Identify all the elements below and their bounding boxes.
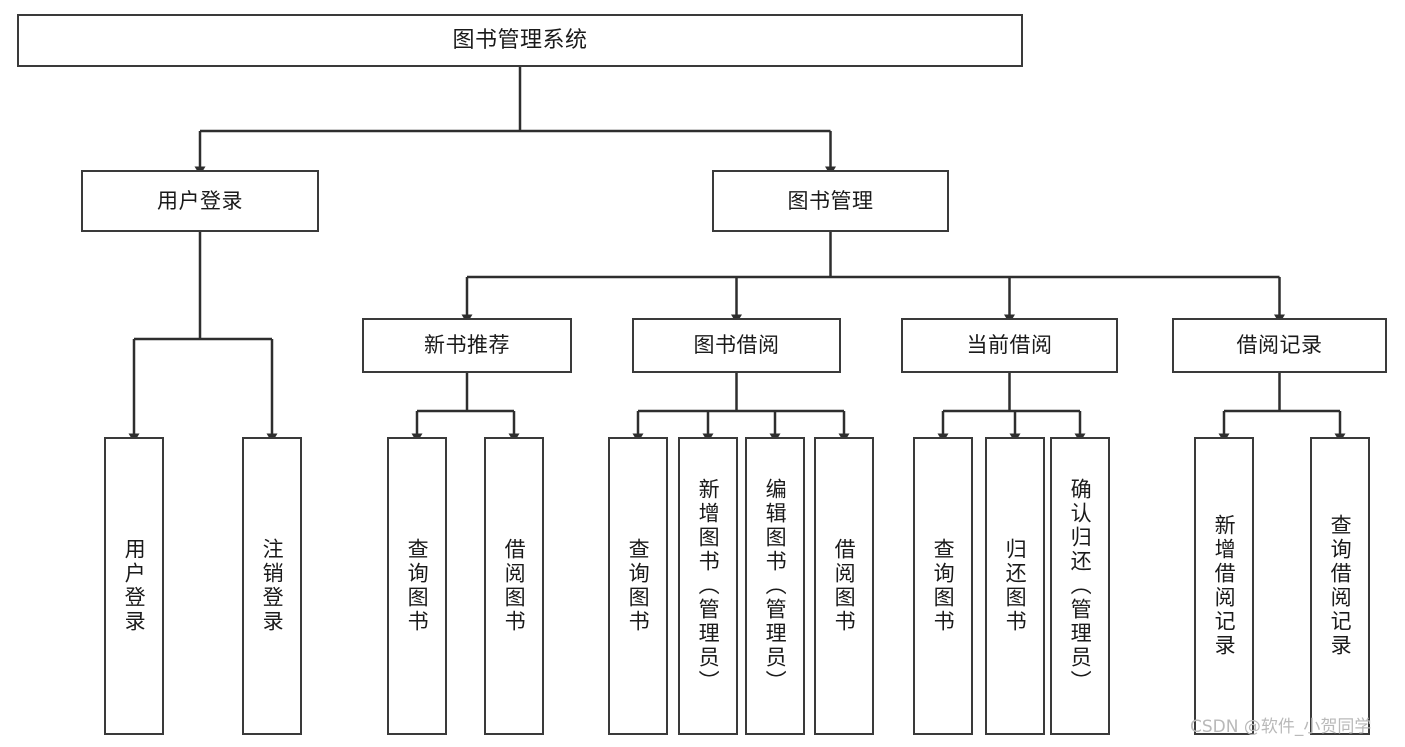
node-label: 编辑图书（管理员） <box>763 478 788 694</box>
node-leaf-confirm-return: 确认归还（管理员） <box>1050 437 1110 735</box>
node-leaf-edit-book: 编辑图书（管理员） <box>745 437 805 735</box>
node-label: 图书管理 <box>787 188 874 213</box>
node-label: 新增图书（管理员） <box>696 478 721 694</box>
node-label: 借阅记录 <box>1236 333 1323 358</box>
node-root: 图书管理系统 <box>17 14 1023 67</box>
node-borrow-record: 借阅记录 <box>1172 318 1387 373</box>
node-book-manage: 图书管理 <box>712 170 949 232</box>
node-label: 确认归还（管理员） <box>1068 478 1093 694</box>
node-current-borrow: 当前借阅 <box>901 318 1118 373</box>
node-leaf-query-record: 查询借阅记录 <box>1310 437 1370 735</box>
node-label: 新书推荐 <box>424 333 510 358</box>
node-label: 图书管理系统 <box>452 27 588 53</box>
node-leaf-borrow-book-2: 借阅图书 <box>814 437 874 735</box>
node-label: 用户登录 <box>122 538 147 634</box>
node-leaf-logout: 注销登录 <box>242 437 302 735</box>
node-label: 用户登录 <box>157 188 243 213</box>
node-user-login: 用户登录 <box>81 170 319 232</box>
node-label: 图书借阅 <box>693 333 780 358</box>
node-leaf-borrow-book-1: 借阅图书 <box>484 437 544 735</box>
node-leaf-add-record: 新增借阅记录 <box>1194 437 1254 735</box>
node-label: 借阅图书 <box>832 538 857 634</box>
node-leaf-user-login: 用户登录 <box>104 437 164 735</box>
node-label: 借阅图书 <box>502 538 527 634</box>
node-leaf-query-book-3: 查询图书 <box>913 437 973 735</box>
node-leaf-return-book: 归还图书 <box>985 437 1045 735</box>
watermark-text: CSDN @软件_小贺同学 <box>1190 717 1372 737</box>
tree-connectors <box>128 67 1346 443</box>
node-label: 查询图书 <box>626 538 651 634</box>
node-new-book-rec: 新书推荐 <box>362 318 572 373</box>
node-leaf-add-book: 新增图书（管理员） <box>678 437 738 735</box>
node-leaf-query-book-2: 查询图书 <box>608 437 668 735</box>
node-label: 新增借阅记录 <box>1212 514 1237 658</box>
node-leaf-query-book-1: 查询图书 <box>387 437 447 735</box>
node-label: 归还图书 <box>1003 538 1028 634</box>
node-label: 查询借阅记录 <box>1328 514 1353 658</box>
node-label: 注销登录 <box>260 538 285 634</box>
node-book-borrow: 图书借阅 <box>632 318 841 373</box>
node-label: 查询图书 <box>931 538 956 634</box>
node-label: 查询图书 <box>405 538 430 634</box>
node-label: 当前借阅 <box>966 333 1053 358</box>
